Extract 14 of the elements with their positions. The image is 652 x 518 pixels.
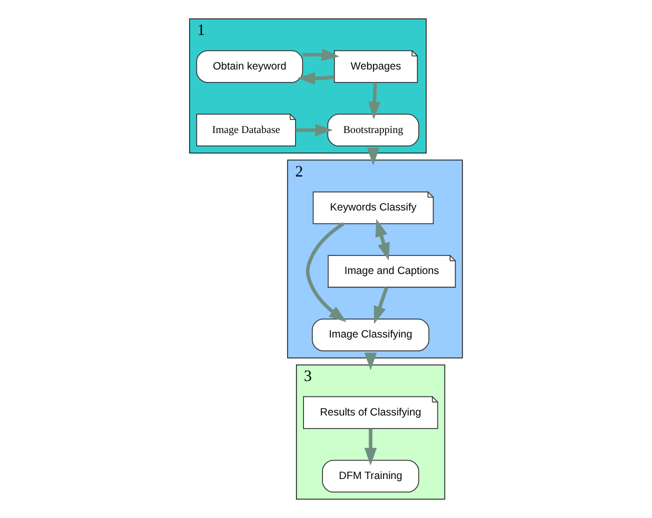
arrow — [374, 286, 388, 324]
node-box: Image Classifying — [312, 318, 430, 352]
arrow — [296, 124, 333, 136]
node-box: Bootstrapping — [327, 114, 420, 146]
node-box: Obtain keyword — [196, 50, 304, 83]
arrow — [368, 82, 381, 120]
arrow — [302, 48, 340, 61]
arrow — [364, 428, 377, 466]
arrow — [364, 352, 377, 370]
arrow — [306, 222, 347, 322]
arrow — [367, 148, 380, 166]
node-box: DFM Training — [322, 460, 420, 493]
arrow — [297, 72, 334, 85]
arrow — [375, 218, 390, 260]
